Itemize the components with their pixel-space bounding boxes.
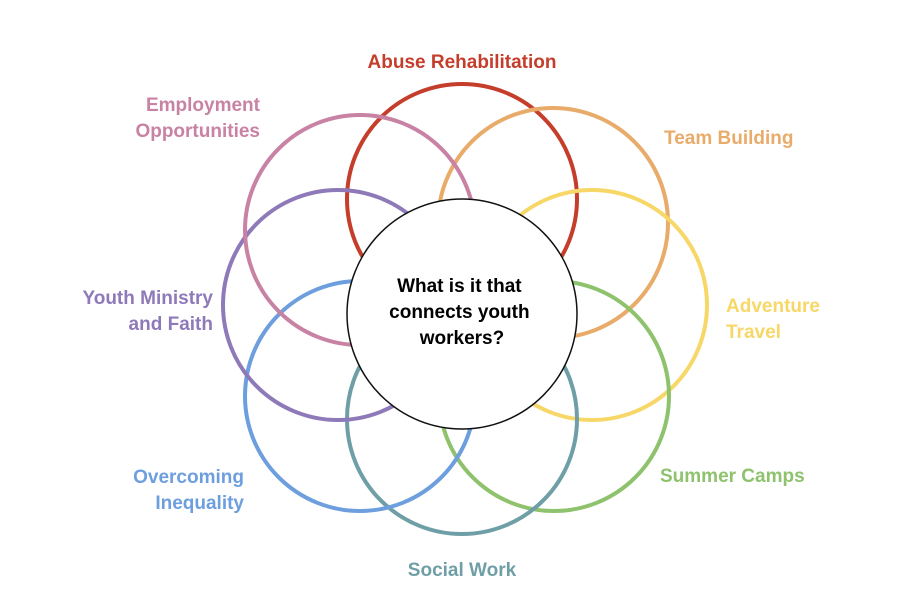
label-youth-ministry-and-faith-line-2: and Faith [129, 314, 213, 335]
label-social-work: Social Work [408, 560, 517, 581]
center-question-line-2: connects youth [389, 302, 529, 323]
label-social-work-line-1: Social Work [408, 560, 517, 581]
label-youth-ministry-and-faith-line-1: Youth Ministry [82, 288, 213, 309]
label-adventure-travel-line-2: Travel [726, 322, 781, 343]
label-team-building: Team Building [664, 128, 793, 149]
center-circle [346, 198, 578, 430]
label-summer-camps-line-1: Summer Camps [660, 466, 805, 487]
label-adventure-travel-line-1: Adventure [726, 296, 820, 317]
label-youth-ministry-and-faith: Youth Ministry and Faith [82, 288, 213, 335]
label-overcoming-inequality-line-2: Inequality [155, 493, 244, 514]
center-question-line-1: What is it that [397, 276, 522, 297]
label-abuse-rehabilitation: Abuse Rehabilitation [368, 52, 557, 73]
label-summer-camps: Summer Camps [660, 466, 805, 487]
center-question: What is it that connects youth workers? [389, 276, 535, 349]
label-employment-opportunities-line-1: Employment [146, 95, 261, 116]
label-team-building-line-1: Team Building [664, 128, 793, 149]
label-employment-opportunities-line-2: Opportunities [135, 121, 260, 142]
label-overcoming-inequality-line-1: Overcoming [133, 467, 244, 488]
label-abuse-rehabilitation-line-1: Abuse Rehabilitation [368, 52, 557, 73]
center-question-line-3: workers? [419, 328, 504, 349]
